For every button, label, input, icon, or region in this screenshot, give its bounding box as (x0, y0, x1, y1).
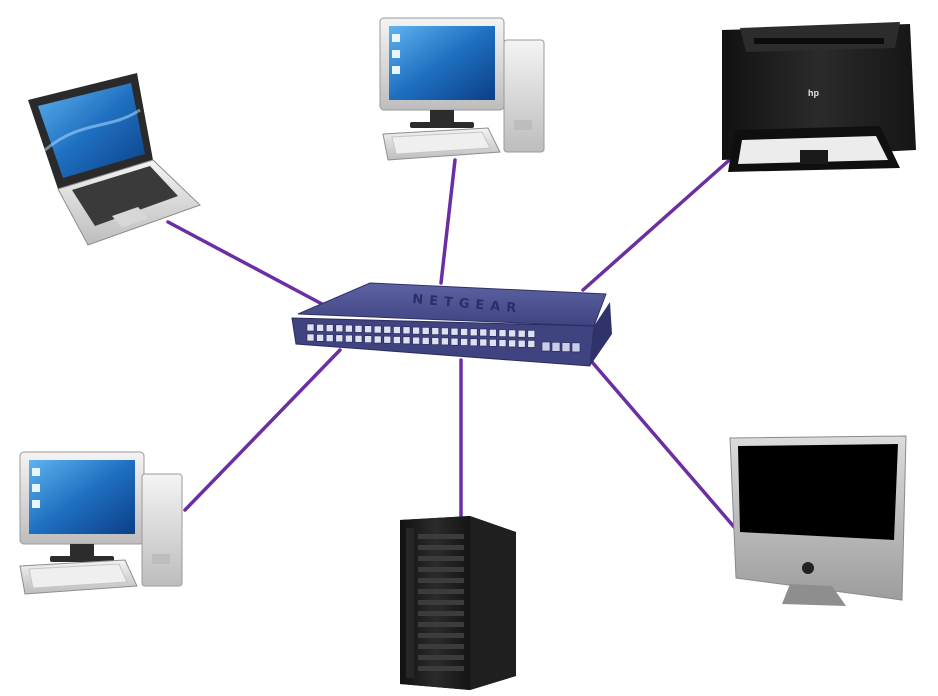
imac-monitor-icon (729, 435, 907, 606)
switch-port (306, 323, 315, 332)
switch-port (373, 335, 382, 344)
switch-port (421, 337, 430, 345)
switch-sfp-port (541, 341, 551, 352)
switch-port (354, 335, 363, 343)
link-switch-laptop (166, 220, 324, 306)
printer-brand-label: hp (808, 88, 819, 98)
switch-port (517, 329, 526, 338)
switch-port (364, 325, 372, 334)
switch-port (383, 335, 392, 344)
switch-port (489, 328, 497, 337)
switch-port (325, 334, 334, 342)
server-vent (418, 633, 464, 638)
switch-port (450, 327, 459, 336)
switch-port (373, 325, 382, 334)
switch-port (383, 325, 392, 334)
switch-port (527, 340, 536, 348)
switch-port (498, 339, 507, 347)
switch-port (479, 328, 488, 337)
server-vent (418, 644, 464, 649)
switch-port (393, 326, 401, 334)
switch-port (469, 338, 478, 347)
desktop-computer-icon (379, 17, 545, 161)
switch-port (306, 333, 315, 342)
switch-sfp-port (551, 341, 561, 352)
link-switch-imac (590, 360, 737, 530)
switch-sfp-port (571, 342, 581, 353)
switch-port (479, 338, 488, 347)
network-links (166, 153, 737, 530)
server-vent (418, 556, 464, 561)
server-vent (418, 666, 464, 671)
server-vent (418, 578, 464, 583)
laptop-icon (28, 73, 201, 246)
switch-port (517, 339, 526, 348)
switch-port (431, 327, 440, 335)
switch-port (402, 336, 411, 345)
switch-port (450, 337, 459, 346)
server-tower-icon (400, 516, 516, 690)
server-vent (418, 545, 464, 550)
link-switch-desktop-top (439, 158, 457, 285)
printer-icon: hp (722, 22, 916, 172)
switch-port (460, 338, 468, 346)
switch-port (441, 327, 449, 336)
switch-port (498, 329, 507, 337)
switch-port (508, 329, 516, 338)
switch-sfp-port (561, 342, 571, 352)
switch-port (469, 328, 478, 337)
switch-port (316, 333, 324, 342)
switch-port (354, 325, 363, 333)
switch-port (345, 324, 353, 333)
switch-port (431, 337, 440, 345)
switch-port (335, 324, 344, 333)
switch-port (460, 328, 468, 336)
desktop-computer-icon (19, 451, 183, 595)
server-vent (418, 600, 464, 605)
switch-port (325, 324, 334, 332)
switch-port (489, 338, 497, 347)
server-vent (418, 622, 464, 627)
link-switch-printer (581, 153, 737, 292)
switch-port (421, 327, 430, 335)
server-vent (418, 611, 464, 616)
switch-port (364, 335, 372, 344)
switch-port (508, 339, 516, 348)
switch-port (316, 323, 324, 332)
svg-text:hp: hp (808, 88, 819, 98)
server-vent (418, 655, 464, 660)
server-vent (418, 567, 464, 572)
switch-port (402, 326, 411, 335)
switch-port (412, 326, 420, 335)
switch-port (527, 330, 536, 338)
switch-port (441, 337, 449, 346)
network-switch-icon: NETGEAR (291, 282, 612, 367)
server-vent (418, 589, 464, 594)
link-switch-desktop-left (183, 348, 342, 512)
switch-port (412, 336, 420, 345)
server-vent (418, 534, 464, 539)
switch-port (335, 334, 344, 343)
switch-port (393, 336, 401, 344)
switch-port (345, 334, 353, 343)
